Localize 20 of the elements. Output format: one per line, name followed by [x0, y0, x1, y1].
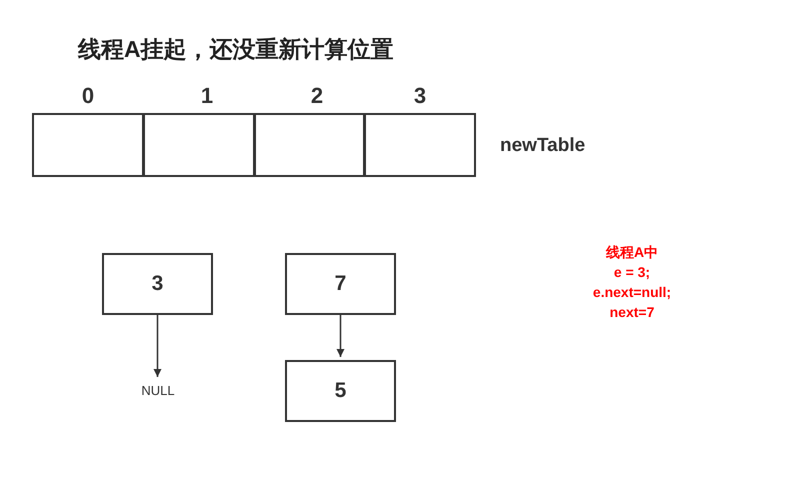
null-text: NULL	[134, 380, 182, 400]
note-text: 线程A中	[606, 244, 658, 262]
table-name: newTable	[500, 135, 586, 157]
node-box: 3	[102, 253, 213, 315]
node-box: 5	[285, 360, 396, 422]
node-box: 7	[285, 253, 396, 315]
arrow	[336, 315, 344, 357]
note-text: next=7	[610, 304, 654, 320]
note-text: e = 3;	[614, 264, 650, 280]
index-label: 2	[310, 83, 324, 109]
note-text: e.next=null;	[592, 284, 672, 300]
array-cell	[254, 113, 365, 177]
index-label: 0	[82, 83, 94, 109]
title: 线程A挂起，还没重新计算位置	[78, 35, 394, 64]
arrow	[154, 315, 162, 377]
array-cell	[32, 113, 144, 177]
array-cell	[143, 113, 255, 177]
array-cell	[364, 113, 476, 177]
index-label: 3	[414, 83, 426, 109]
index-label: 1	[200, 83, 214, 109]
